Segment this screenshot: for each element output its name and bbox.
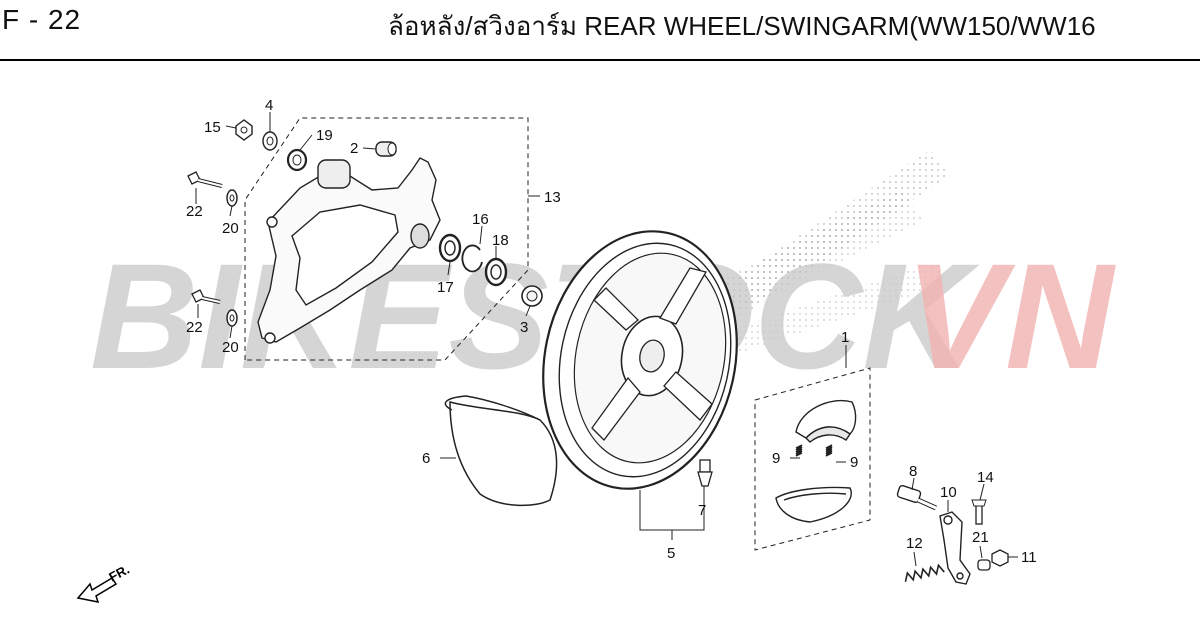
swingarm-part — [257, 157, 441, 344]
callout-21: 21 — [972, 529, 989, 546]
callout-5: 5 — [667, 545, 675, 562]
brake-shoe-lower — [775, 486, 852, 523]
joint-pin-21 — [977, 559, 991, 571]
rear-fender-part — [449, 401, 558, 507]
brake-shoe-upper — [795, 400, 857, 443]
nut-15 — [235, 119, 253, 141]
brake-shoe-outline — [754, 367, 871, 551]
callout-16: 16 — [472, 211, 489, 228]
callout-20-upper: 20 — [222, 220, 239, 237]
washer-20-lower — [226, 309, 238, 327]
front-direction-indicator: FR. — [76, 562, 132, 603]
spring-12-part — [904, 563, 945, 582]
swingarm-assembly-outline — [244, 117, 529, 361]
watermark-accent: VN — [905, 232, 1116, 400]
watermark-main: BIKESTOCK — [90, 232, 980, 400]
washer-20-upper — [226, 189, 238, 207]
callout-11: 11 — [1021, 549, 1037, 566]
brake-cam-part — [896, 484, 938, 511]
callout-18: 18 — [492, 232, 509, 249]
tire-valve-part — [697, 459, 713, 487]
collar-4 — [262, 131, 278, 151]
bushing-2 — [375, 141, 397, 157]
callout-22-lower: 22 — [186, 319, 203, 336]
callout-8: 8 — [909, 463, 917, 480]
spring-9-left — [795, 444, 803, 457]
circlip-16 — [461, 244, 483, 273]
callout-22-upper: 22 — [186, 203, 203, 220]
callout-10: 10 — [940, 484, 957, 501]
oil-seal-19 — [286, 148, 308, 172]
callout-3: 3 — [520, 319, 528, 336]
header-divider — [0, 59, 1200, 61]
halftone-wing — [700, 260, 945, 360]
callout-17: 17 — [437, 279, 454, 296]
collar-3 — [521, 285, 543, 307]
callout-1: 1 — [841, 329, 849, 346]
page-code: F - 22 — [2, 4, 82, 35]
nut-11 — [991, 549, 1009, 567]
bearing-17 — [438, 233, 462, 263]
halftone-wing — [680, 190, 925, 320]
callout-13: 13 — [544, 189, 561, 206]
callout-2: 2 — [350, 140, 358, 157]
callout-14: 14 — [977, 469, 994, 486]
callout-4: 4 — [265, 97, 273, 114]
callout-6: 6 — [422, 450, 430, 467]
bolt-14-part — [971, 499, 987, 525]
callout-15: 15 — [204, 119, 221, 136]
callout-19: 19 — [316, 127, 333, 144]
callout-7: 7 — [698, 502, 706, 519]
bolt-22-upper — [187, 171, 223, 188]
oil-seal-18 — [484, 257, 508, 287]
brake-arm-part — [939, 511, 971, 585]
callout-20-lower: 20 — [222, 339, 239, 356]
bolt-22-lower — [191, 289, 221, 304]
callout-12: 12 — [906, 535, 923, 552]
fr-arrow-icon — [76, 576, 118, 603]
callout-9-right: 9 — [850, 454, 858, 471]
rear-fender-edge — [444, 395, 541, 421]
leader-lines — [195, 112, 1018, 567]
rear-wheel-part — [542, 230, 738, 490]
spring-9-right — [825, 444, 833, 457]
callout-9-left: 9 — [772, 450, 780, 467]
page-title: ล้อหลัง/สวิงอาร์ม REAR WHEEL/SWINGARM(WW… — [388, 11, 1096, 41]
